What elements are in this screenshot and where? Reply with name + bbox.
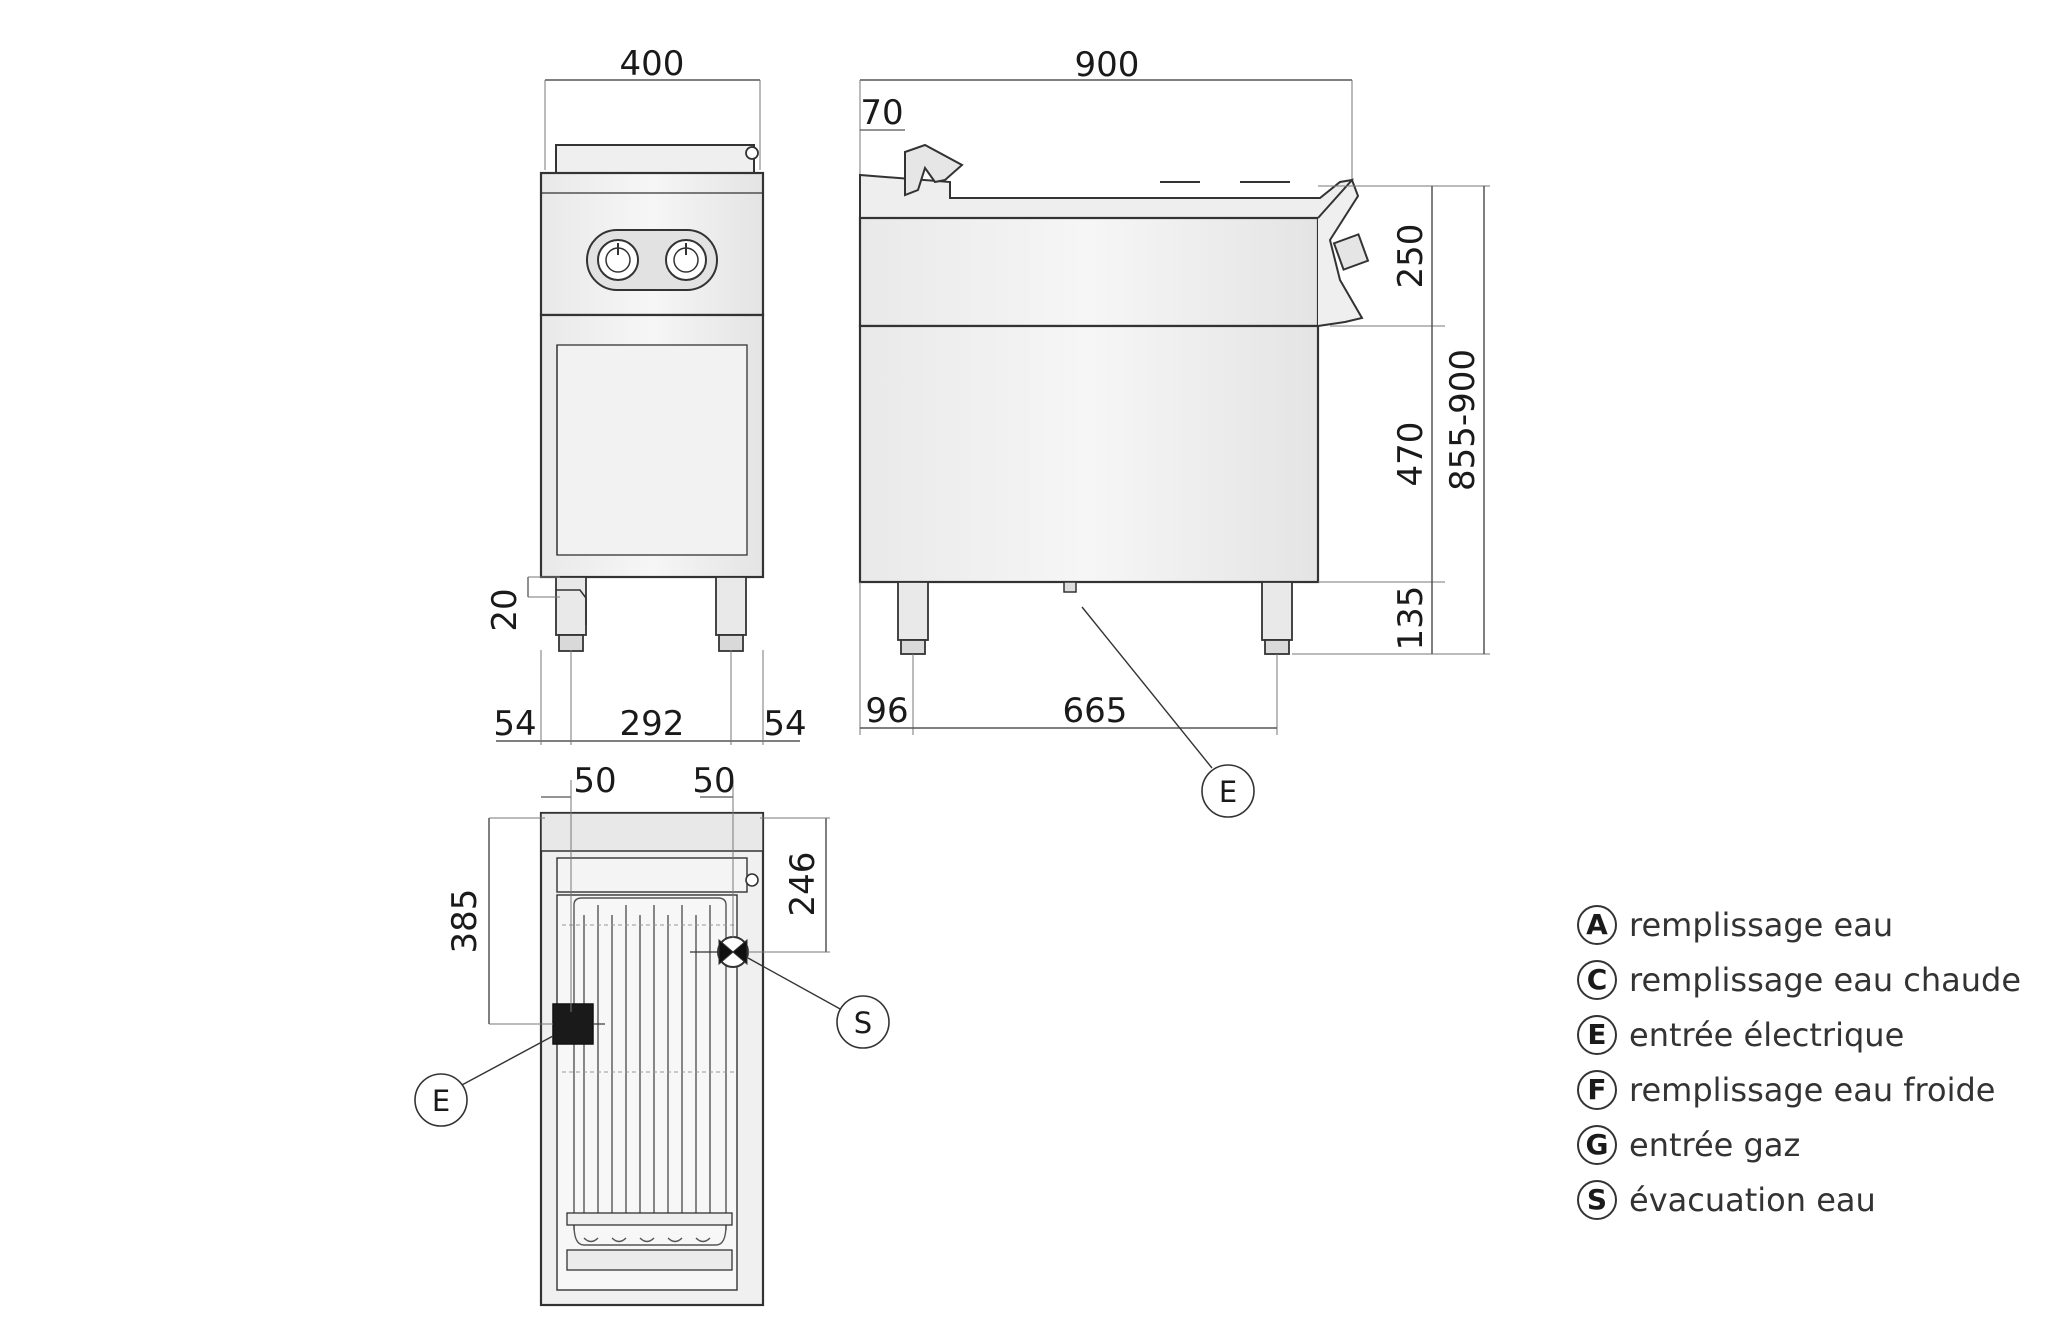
front-leg-spacing-dim: 292	[620, 704, 685, 744]
legend-text: entrée gaz	[1629, 1125, 1801, 1164]
legend-letter: S	[1577, 1179, 1617, 1220]
legend-item: G entrée gaz	[1577, 1117, 2027, 1172]
front-right-offset-dim: 54	[763, 704, 806, 744]
legend-item: S évacuation eau	[1577, 1172, 2027, 1227]
legend-text: évacuation eau	[1629, 1180, 1876, 1219]
front-view	[496, 79, 800, 745]
side-front-leg-offset-dim: 96	[865, 691, 908, 731]
top-s-depth-dim: 246	[783, 852, 823, 917]
front-width-dim: 400	[620, 44, 685, 84]
front-left-offset-dim: 54	[493, 704, 536, 744]
top-marker-s: S	[854, 1006, 872, 1040]
legend-item: E entrée électrique	[1577, 1007, 2027, 1062]
side-view	[858, 79, 1490, 818]
top-marker-e: E	[432, 1084, 450, 1118]
legend-item: A remplissage eau	[1577, 897, 2027, 952]
side-leg-spacing-dim: 665	[1063, 691, 1128, 731]
legend-letter: C	[1577, 959, 1617, 1000]
legend-text: remplissage eau chaude	[1629, 960, 2022, 999]
top-left-offset-dim: 50	[573, 761, 616, 801]
top-right-offset-dim: 50	[692, 761, 735, 801]
side-cabinet-height-dim: 470	[1391, 422, 1431, 487]
legend: A remplissage eau C remplissage eau chau…	[1577, 897, 2027, 1227]
legend-letter: A	[1577, 904, 1617, 945]
side-control-height-dim: 250	[1391, 224, 1431, 289]
side-total-height-dim: 855-900	[1443, 349, 1483, 491]
side-leg-height-dim: 135	[1391, 586, 1431, 651]
legend-item: F remplissage eau froide	[1577, 1062, 2027, 1117]
legend-letter: F	[1577, 1069, 1617, 1110]
legend-item: C remplissage eau chaude	[1577, 952, 2027, 1007]
legend-text: remplissage eau froide	[1629, 1070, 1996, 1109]
side-depth-dim: 900	[1075, 45, 1140, 85]
top-view	[414, 780, 890, 1307]
side-top-offset-dim: 70	[860, 93, 903, 133]
legend-letter: G	[1577, 1124, 1617, 1165]
top-e-depth-dim: 385	[445, 889, 485, 954]
side-marker-e: E	[1219, 775, 1237, 809]
legend-text: remplissage eau	[1629, 905, 1894, 944]
front-leg-height-dim: 20	[485, 588, 525, 631]
legend-text: entrée électrique	[1629, 1015, 1905, 1054]
legend-letter: E	[1577, 1014, 1617, 1055]
